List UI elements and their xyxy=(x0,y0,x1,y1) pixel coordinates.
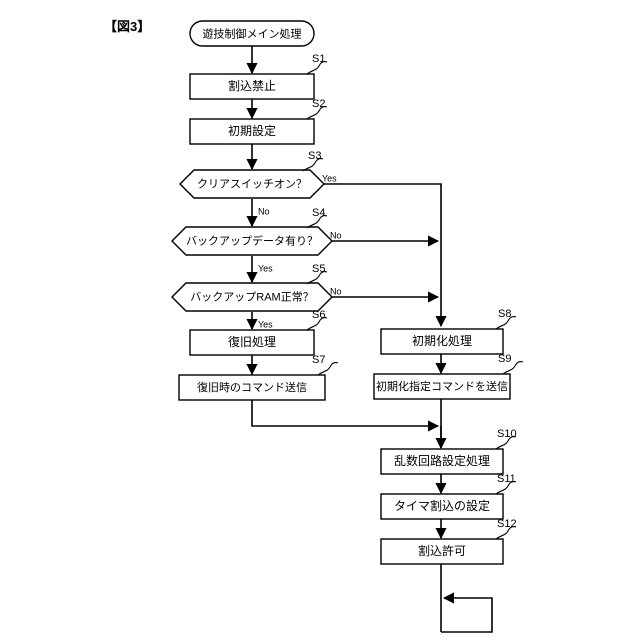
node-s3-yes-label: Yes xyxy=(322,173,337,183)
node-s12[interactable]: 割込許可 S12 xyxy=(380,518,517,565)
node-s5-label: バックアップRAM正常？ xyxy=(190,290,313,303)
node-s3[interactable]: クリアスイッチオン？ S3 Yes No xyxy=(179,150,337,216)
node-s7-label: 復旧時のコマンド送信 xyxy=(197,380,307,394)
node-s1-label: 割込禁止 xyxy=(228,78,276,93)
node-s1-tag: S1 xyxy=(312,53,325,65)
node-s10-tag: S10 xyxy=(497,428,517,440)
node-s4-yes-label: Yes xyxy=(258,263,273,273)
node-s1[interactable]: 割込禁止 S1 xyxy=(189,53,328,100)
figure-number: 【図3】 xyxy=(104,19,151,34)
node-s9[interactable]: 初期化指定コマンドを送信 S9 xyxy=(373,353,524,400)
node-s8-label: 初期化処理 xyxy=(412,334,472,348)
node-s2-label: 初期設定 xyxy=(228,123,276,138)
node-s3-no-label: No xyxy=(258,206,270,216)
node-s2[interactable]: 初期設定 S2 xyxy=(189,98,328,145)
node-s7-tag: S7 xyxy=(312,354,325,366)
edge-loop-back xyxy=(441,592,493,633)
node-s5-no-label: No xyxy=(330,286,342,296)
node-s8[interactable]: 初期化処理 S8 xyxy=(380,308,517,355)
node-s12-label: 割込許可 xyxy=(418,543,466,558)
connectors xyxy=(246,46,493,633)
node-start-label: 遊技制御メイン処理 xyxy=(203,26,302,40)
node-s10[interactable]: 乱数回路設定処理 S10 xyxy=(380,428,517,475)
node-s8-tag: S8 xyxy=(498,308,511,320)
node-s7[interactable]: 復旧時のコマンド送信 S7 xyxy=(178,354,339,401)
node-s11[interactable]: タイマ割込の設定 S11 xyxy=(380,473,517,520)
node-s6-label: 復旧処理 xyxy=(228,334,276,349)
node-start[interactable]: 遊技制御メイン処理 xyxy=(189,20,315,47)
node-s2-tag: S2 xyxy=(312,98,325,110)
node-s4[interactable]: バックアップデータ有り？ S4 No Yes xyxy=(171,207,342,273)
node-s6[interactable]: 復旧処理 S6 xyxy=(189,309,328,356)
node-s3-label: クリアスイッチオン？ xyxy=(197,177,307,190)
node-s5-yes-label: Yes xyxy=(258,319,273,329)
node-s4-label: バックアップデータ有り？ xyxy=(186,233,318,247)
node-s11-tag: S11 xyxy=(497,473,516,485)
node-s9-tag: S9 xyxy=(498,353,511,365)
node-s12-tag: S12 xyxy=(497,518,517,530)
node-s5[interactable]: バックアップRAM正常？ S5 No Yes xyxy=(171,263,342,329)
edge-s3-yes-to-s8 xyxy=(320,183,447,328)
node-s4-no-label: No xyxy=(330,230,342,240)
node-s6-tag: S6 xyxy=(312,309,325,321)
edge-s7-join-rail xyxy=(251,400,440,432)
node-s9-label: 初期化指定コマンドを送信 xyxy=(376,379,508,393)
node-s10-label: 乱数回路設定処理 xyxy=(394,453,490,468)
node-s11-label: タイマ割込の設定 xyxy=(394,498,490,513)
node-s3-tag: S3 xyxy=(308,150,321,162)
node-s4-tag: S4 xyxy=(312,207,325,219)
node-s5-tag: S5 xyxy=(312,263,325,275)
